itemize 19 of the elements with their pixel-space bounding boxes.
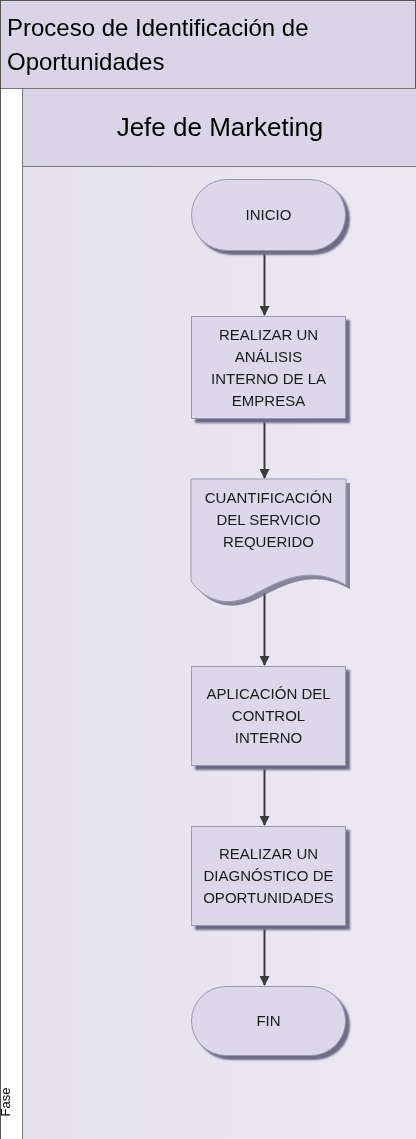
node-label: INICIO xyxy=(245,205,292,225)
terminal-shape xyxy=(191,179,346,251)
arrow xyxy=(259,251,270,316)
process-box xyxy=(191,826,346,926)
lane-title: Jefe de Marketing xyxy=(116,111,324,144)
process-box xyxy=(191,666,346,766)
pool-title: Proceso de Identificación de Oportunidades xyxy=(7,13,310,77)
arrow xyxy=(259,766,270,826)
arrow xyxy=(259,419,270,479)
arrow xyxy=(259,592,270,666)
node-label: REALIZAR UN ANÁLISIS INTERNO DE LA EMPRESA xyxy=(210,324,327,411)
node-label: FIN xyxy=(256,1011,281,1031)
terminal-shape xyxy=(191,986,346,1056)
node-label: APLICACIÓN DEL CONTROL INTERNO xyxy=(205,684,332,748)
process-box xyxy=(191,316,346,419)
phase-label: Fase xyxy=(0,1087,15,1117)
phase-column xyxy=(1,88,22,1139)
node-label: REALIZAR UN DIAGNÓSTICO DE OPORTUNIDADES xyxy=(202,844,335,908)
arrow xyxy=(259,926,270,986)
